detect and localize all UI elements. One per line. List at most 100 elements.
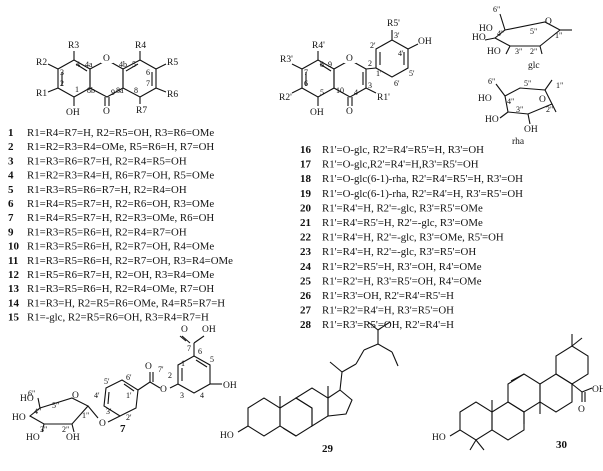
glc-label: glc xyxy=(528,61,540,71)
xanthone-pos-4: 4 xyxy=(76,60,80,69)
c7-pos-2p: 2' xyxy=(126,413,132,422)
rha-hydroxyl-4: HO xyxy=(478,94,492,104)
flavonol-hydroxyl-5: OH xyxy=(310,108,324,118)
compound-number: 3 xyxy=(8,155,14,167)
c7-pos-7p: 7' xyxy=(158,365,164,374)
xanthone-pos-3: 3 xyxy=(60,68,64,77)
label-R4: R4 xyxy=(135,41,146,51)
flavonol-pos-10: 10 xyxy=(336,86,344,95)
label-R3p: R3' xyxy=(280,55,293,65)
compound-number: 21 xyxy=(300,217,311,229)
flavonol-pos-4p: 4' xyxy=(398,49,404,58)
flavonol-pos-6p: 6' xyxy=(394,79,400,88)
flavonol-pos-7: 7 xyxy=(304,68,308,77)
c7-pos-5pp: 5" xyxy=(52,401,59,410)
c7-pos-6p: 6' xyxy=(126,373,132,382)
xanthone-pos-7: 7 xyxy=(146,79,150,88)
glc-hydroxyl-6: HO xyxy=(479,24,493,34)
xanthone-pos-1: 1 xyxy=(75,85,79,94)
c7-pos-4pp: 4" xyxy=(34,407,41,416)
substituent-pattern: R1'=R4'=H, R2'=-glc, R3'=R5'=OMe xyxy=(322,202,483,214)
flavonol-pos-4: 4 xyxy=(354,88,358,97)
label-R1: R1 xyxy=(36,89,47,99)
c7-pos-1: 6 xyxy=(198,347,202,356)
label-R2: R2 xyxy=(36,58,47,68)
compound-30-label: 30 xyxy=(556,439,568,451)
substituent-pattern: R1=R4=R5=R7=H, R2=R6=OH, R3=OMe xyxy=(27,198,214,210)
glc-hydroxyl: HO xyxy=(472,33,486,43)
flavonol-pos-3: 3 xyxy=(368,81,372,90)
xanthone-structure xyxy=(47,51,167,106)
compound-30-structure xyxy=(449,334,593,451)
label-R6: R6 xyxy=(167,90,178,100)
rha-label: rha xyxy=(512,137,525,147)
compound-number: 7 xyxy=(8,212,14,224)
c7-pos-3pp: 3" xyxy=(40,425,47,434)
xanthone-carbonyl-oxygen: O xyxy=(103,107,110,117)
c7-carbonyl-oxygen: O xyxy=(145,362,152,372)
compound-number: 10 xyxy=(8,241,20,253)
c7-pos-1p: 1' xyxy=(126,391,132,400)
substituent-pattern: R1=R3=R5=R6=H, R2=R4=R7=OH xyxy=(27,226,187,238)
c7-pos-2pp: 2" xyxy=(62,425,69,434)
compound-number: 28 xyxy=(300,319,312,331)
flavonol-hydroxyl-4p: OH xyxy=(418,37,432,47)
compound-7-label: 7 xyxy=(120,423,126,435)
compound-number: 2 xyxy=(8,141,14,153)
compound-number: 13 xyxy=(8,283,20,295)
c7-glycoside-oxygen: O xyxy=(99,419,106,429)
c7-pos-7: 7 xyxy=(187,344,191,353)
label-R2p: R2' xyxy=(279,93,292,103)
substituent-pattern: R1'=O-glc, R2'=R4'=R5'=H, R3'=OH xyxy=(322,144,484,156)
substituent-pattern: R1=R4=R7=H, R2=R5=OH, R3=R6=OMe xyxy=(27,127,214,139)
xanthone-pos-6: 6 xyxy=(146,68,150,77)
flavonol-carbonyl-oxygen: O xyxy=(346,107,353,117)
compound-number: 18 xyxy=(300,173,312,185)
rha-hydroxyl-3: HO xyxy=(485,115,499,125)
label-R4p: R4' xyxy=(312,41,325,51)
substituent-pattern: R1=R3=R5=R6=R7=H, R2=R4=OH xyxy=(27,184,187,196)
c7-carboxyl-hydroxyl: OH xyxy=(202,325,216,335)
substituent-pattern: R1=R4=R5=R7=H, R2=R3=OMe, R6=OH xyxy=(27,212,214,224)
substituent-pattern: R1=R2=R3=R4=H, R6=R7=OH, R5=OMe xyxy=(27,170,214,182)
c7-pos-5: 5 xyxy=(210,355,214,364)
c7-carboxyl-oxygen: O xyxy=(181,325,188,335)
substituent-pattern: R1'=O-glc,R2'=R4'=H,R3'=R5'=OH xyxy=(322,159,479,171)
c7-pos-2: 2 xyxy=(168,371,172,380)
xanthone-pos-2: 2 xyxy=(60,79,64,88)
substituent-pattern: R1=R2=R3=R4=OMe, R5=R6=H, R7=OH xyxy=(27,141,214,153)
substituent-pattern: R1=R3=H, R2=R5=R6=OMe, R4=R5=R7=H xyxy=(27,297,225,309)
xanthone-pos-8b: 8b xyxy=(87,86,95,95)
substituent-pattern: R1=R5=R6=R7=H, R2=OH, R3=R4=OMe xyxy=(27,269,214,281)
label-R3: R3 xyxy=(68,41,79,51)
rha-pos-3: 3" xyxy=(516,105,523,114)
flavonol-pos-5: 5 xyxy=(320,88,324,97)
compound-number: 17 xyxy=(300,159,312,171)
c7-pos-6pp: 6" xyxy=(28,389,35,398)
substituent-pattern: R1'=R4'=H, R2'=-glc, R3'=OMe, R5'=OH xyxy=(322,232,504,244)
xanthone-pos-9: 9 xyxy=(111,88,115,97)
flavonol-ring-oxygen: O xyxy=(346,54,353,64)
glucose-structure xyxy=(484,13,572,55)
xanthone-pos-5: 5 xyxy=(132,60,136,69)
c7-glc-hydroxyl-2: OH xyxy=(66,433,80,443)
substituent-pattern: R1'=R4'=H, R2'=-glc, R3'=R5'=OH xyxy=(322,246,476,258)
compound-number: 16 xyxy=(300,144,312,156)
c7-pos-5p: 5' xyxy=(104,377,110,386)
glc-pos-2: 2" xyxy=(530,47,537,56)
compound-number: 4 xyxy=(8,170,14,182)
flavonol-pos-3p: 3' xyxy=(394,31,400,40)
rha-hydroxyl-2: OH xyxy=(524,125,538,135)
xanthone-hydroxyl: OH xyxy=(66,108,80,118)
c7-glc-ring-oxygen: O xyxy=(72,391,79,401)
compound-number: 6 xyxy=(8,198,14,210)
flavonol-pos-5p: 5' xyxy=(409,69,415,78)
substituent-pattern: R1'=R4'=R5'=H, R2'=-glc, R3'=OMe xyxy=(322,217,483,229)
glc-pos-1: 1" xyxy=(555,31,562,40)
flavonol-pos-6: 6 xyxy=(304,79,308,88)
substituent-pattern: R1=-glc, R2=R5=R6=OH, R3=R4=R7=H xyxy=(27,312,209,324)
label-R5: R5 xyxy=(167,58,178,68)
c30-hydroxyl: HO xyxy=(432,433,446,443)
c30-carboxyl-hydroxyl: OH xyxy=(592,385,603,395)
